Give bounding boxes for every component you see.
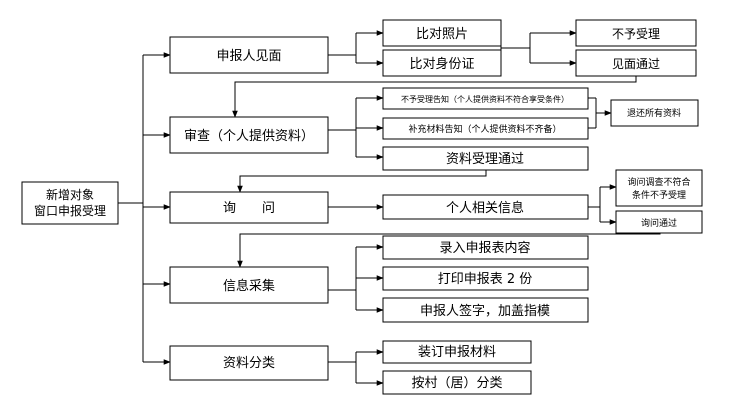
inquiry-label: 询 问 <box>223 201 275 216</box>
node-classify: 资料分类 <box>169 345 329 381</box>
node-print-form: 打印申报表 2 份 <box>382 266 589 291</box>
sign-label: 申报人签字，加盖指模 <box>420 303 550 319</box>
bind-docs-label: 装订申报材料 <box>418 345 496 360</box>
node-notice-reject: 不予受理告知（个人提供资料不符合享受条件） <box>382 87 589 110</box>
compare-id-label: 比对身份证 <box>409 56 474 72</box>
by-village-label: 按村（居）分类 <box>411 376 502 391</box>
personal-info-label: 个人相关信息 <box>446 200 524 216</box>
node-bind-docs: 装订申报材料 <box>382 340 532 364</box>
inquiry-pass-label: 询问通过 <box>641 217 677 229</box>
node-collect: 信息采集 <box>169 266 329 304</box>
node-meet: 申报人见面 <box>169 36 329 74</box>
print-form-label: 打印申报表 2 份 <box>438 272 533 287</box>
node-return-docs: 退还所有资料 <box>610 99 699 127</box>
node-inquiry-pass: 询问通过 <box>615 210 703 234</box>
node-inquiry-fail: 询问调查不符合 条件不予受理 <box>615 169 703 207</box>
node-compare-id: 比对身份证 <box>382 49 502 77</box>
inquiry-fail-label-line2: 条件不予受理 <box>632 189 686 201</box>
return-docs-label: 退还所有资料 <box>627 107 681 119</box>
notice-supplement-label: 补充材料告知（个人提供资料不齐备） <box>408 123 561 135</box>
not-accept-label: 不予受理 <box>612 27 660 41</box>
inquiry-fail-label-line1: 询问调查不符合 <box>627 176 690 188</box>
node-meet-pass: 见面通过 <box>575 49 697 77</box>
notice-reject-label: 不予受理告知（个人提供资料不符合享受条件） <box>401 94 569 104</box>
review-label: 审查（个人提供资料） <box>184 128 314 144</box>
collect-label: 信息采集 <box>223 278 275 294</box>
node-notice-supplement: 补充材料告知（个人提供资料不齐备） <box>382 117 589 140</box>
node-not-accept: 不予受理 <box>575 19 697 47</box>
node-inquiry: 询 问 <box>169 191 329 224</box>
compare-photo-label: 比对照片 <box>416 27 468 42</box>
node-by-village: 按村（居）分类 <box>382 370 532 395</box>
node-root: 新增对象 窗口申报受理 <box>21 181 119 225</box>
meet-label: 申报人见面 <box>216 49 281 64</box>
meet-pass-label: 见面通过 <box>612 57 660 71</box>
root-label-line2: 窗口申报受理 <box>34 203 106 218</box>
enter-form-label: 录入申报表内容 <box>439 240 530 256</box>
docs-accepted-label: 资料受理通过 <box>446 152 524 167</box>
node-personal-info: 个人相关信息 <box>382 194 589 220</box>
root-label-line1: 新增对象 <box>46 187 94 202</box>
classify-label: 资料分类 <box>223 356 275 371</box>
node-review: 审查（个人提供资料） <box>169 116 329 154</box>
node-sign: 申报人签字，加盖指模 <box>382 297 589 323</box>
node-compare-photo: 比对照片 <box>382 19 502 47</box>
node-docs-accepted: 资料受理通过 <box>382 146 589 171</box>
node-enter-form: 录入申报表内容 <box>382 235 589 260</box>
